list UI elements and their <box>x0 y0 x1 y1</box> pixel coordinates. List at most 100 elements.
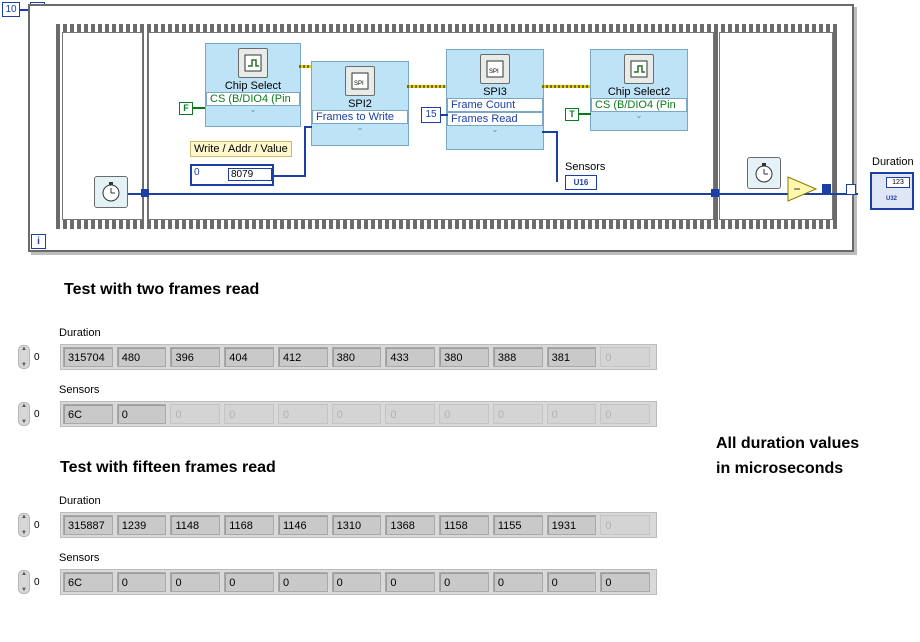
duration-indicator[interactable]: 123 U32 <box>870 172 914 210</box>
write-addr-value-array[interactable]: 0 8079 <box>190 164 274 186</box>
frames-to-write-terminal[interactable]: Frames to Write <box>312 110 408 124</box>
frames-read-terminal[interactable]: Frames Read <box>447 112 543 126</box>
expand-chevron-icon[interactable]: ⌄ <box>356 123 364 132</box>
array-element[interactable]: 0 <box>277 572 328 592</box>
array-index-value[interactable]: 0 <box>34 408 40 420</box>
array-element[interactable]: 0 <box>385 404 436 424</box>
true-constant[interactable]: T <box>565 108 579 121</box>
bool-wire <box>579 113 591 115</box>
note-line-1: All duration values <box>716 435 860 452</box>
array-element[interactable]: 1146 <box>277 515 328 535</box>
bool-wire <box>193 107 205 109</box>
array-element[interactable]: 0 <box>492 572 543 592</box>
chip-select2-terminal[interactable]: CS (B/DIO4 (Pin <box>591 98 687 112</box>
array-element[interactable]: 6C <box>63 404 113 424</box>
array-element[interactable]: 1158 <box>439 515 489 535</box>
error-wire <box>542 85 590 88</box>
subtract-icon[interactable] <box>786 175 818 203</box>
array-element[interactable]: 0 <box>170 572 221 592</box>
array-element[interactable]: 0 <box>600 515 651 535</box>
array-element[interactable]: 0 <box>170 404 221 424</box>
array-element[interactable]: 0 <box>331 572 382 592</box>
sensors-wire <box>556 131 558 182</box>
chip-select-node[interactable]: Chip Select CS (B/DIO4 (Pin ⌄ <box>205 43 301 127</box>
spi-icon: SPI <box>480 54 510 84</box>
tunnel <box>711 189 719 197</box>
increment-decrement-icon[interactable]: ▲▼ <box>18 345 30 369</box>
array-element[interactable]: 0 <box>331 404 382 424</box>
expand-chevron-icon[interactable]: ⌄ <box>635 111 643 120</box>
array-element[interactable]: 388 <box>492 347 543 367</box>
digital-io-icon <box>624 54 654 84</box>
array-element[interactable]: 0 <box>385 572 436 592</box>
write-value[interactable]: 8079 <box>228 168 272 181</box>
sensors-indicator-label: Sensors <box>565 161 606 173</box>
array-element[interactable]: 0 <box>546 572 597 592</box>
array-element[interactable]: 0 <box>546 404 597 424</box>
array-element[interactable]: 381 <box>546 347 597 367</box>
frame-count-terminal[interactable]: Frame Count <box>447 98 543 112</box>
array-element[interactable]: 315704 <box>63 347 113 367</box>
array-element[interactable]: 396 <box>170 347 221 367</box>
loop-count-constant[interactable]: 10 <box>2 2 20 17</box>
sensors-indicator[interactable]: U16 <box>565 175 597 190</box>
array-index-value[interactable]: 0 <box>34 576 40 588</box>
array-element[interactable]: 0 <box>439 572 489 592</box>
array-element[interactable]: 1239 <box>116 515 167 535</box>
frame-count-constant[interactable]: 15 <box>421 107 441 123</box>
expand-chevron-icon[interactable]: ⌄ <box>249 105 257 114</box>
array-element[interactable]: 0 <box>277 404 328 424</box>
array-element[interactable]: 380 <box>439 347 489 367</box>
digital-io-icon <box>238 48 268 78</box>
two-frames-duration-label: Duration <box>59 327 101 339</box>
array-element[interactable]: 0 <box>600 404 651 424</box>
two-frames-sensors-index-control[interactable]: ▲▼ 0 <box>18 402 52 426</box>
array-element[interactable]: 1368 <box>385 515 436 535</box>
fifteen-frames-sensors-label: Sensors <box>59 552 100 564</box>
spi2-node[interactable]: SPI SPI2 Frames to Write ⌄ <box>311 61 409 146</box>
array-element[interactable]: 0 <box>600 572 651 592</box>
array-element[interactable]: 1931 <box>546 515 597 535</box>
array-element[interactable]: 1310 <box>331 515 382 535</box>
increment-decrement-icon[interactable]: ▲▼ <box>18 570 30 594</box>
array-element[interactable]: 0 <box>600 347 651 367</box>
array-element[interactable]: 0 <box>116 572 167 592</box>
two-frames-duration-index-control[interactable]: ▲▼ 0 <box>18 345 52 369</box>
tick-count-icon[interactable] <box>94 176 128 208</box>
array-element[interactable]: 0 <box>224 404 274 424</box>
fifteen-frames-sensors-index-control[interactable]: ▲▼ 0 <box>18 570 52 594</box>
write-wire <box>304 126 306 177</box>
array-element[interactable]: 0 <box>224 572 274 592</box>
error-wire <box>299 65 311 68</box>
array-element[interactable]: 1148 <box>170 515 221 535</box>
array-element[interactable]: 412 <box>277 347 328 367</box>
expand-chevron-icon[interactable]: ⌄ <box>491 125 499 134</box>
chip-select2-title: Chip Select2 <box>607 86 671 98</box>
false-constant[interactable]: F <box>179 102 193 115</box>
spi3-node[interactable]: SPI SPI3 Frame Count Frames Read ⌄ <box>446 49 544 150</box>
array-element[interactable]: 380 <box>331 347 382 367</box>
frame-count-wire <box>440 114 448 116</box>
chip-select2-node[interactable]: Chip Select2 CS (B/DIO4 (Pin ⌄ <box>590 49 688 131</box>
array-index-value[interactable]: 0 <box>34 519 40 531</box>
array-index-value[interactable]: 0 <box>34 351 40 363</box>
array-element[interactable]: 315887 <box>63 515 113 535</box>
array-element[interactable]: 480 <box>116 347 167 367</box>
write-index[interactable]: 0 <box>194 167 200 178</box>
array-element[interactable]: 0 <box>439 404 489 424</box>
increment-decrement-icon[interactable]: ▲▼ <box>18 402 30 426</box>
array-element[interactable]: 433 <box>385 347 436 367</box>
array-element[interactable]: 1155 <box>492 515 543 535</box>
fifteen-frames-duration-index-control[interactable]: ▲▼ 0 <box>18 513 52 537</box>
chip-select-terminal[interactable]: CS (B/DIO4 (Pin <box>206 92 300 106</box>
tick-count-icon[interactable] <box>747 157 781 189</box>
increment-decrement-icon[interactable]: ▲▼ <box>18 513 30 537</box>
array-element[interactable]: 1168 <box>224 515 274 535</box>
array-element[interactable]: 0 <box>116 404 167 424</box>
array-element[interactable]: 6C <box>63 572 113 592</box>
array-element[interactable]: 404 <box>224 347 274 367</box>
array-element[interactable]: 0 <box>492 404 543 424</box>
timing-wire <box>128 193 858 195</box>
